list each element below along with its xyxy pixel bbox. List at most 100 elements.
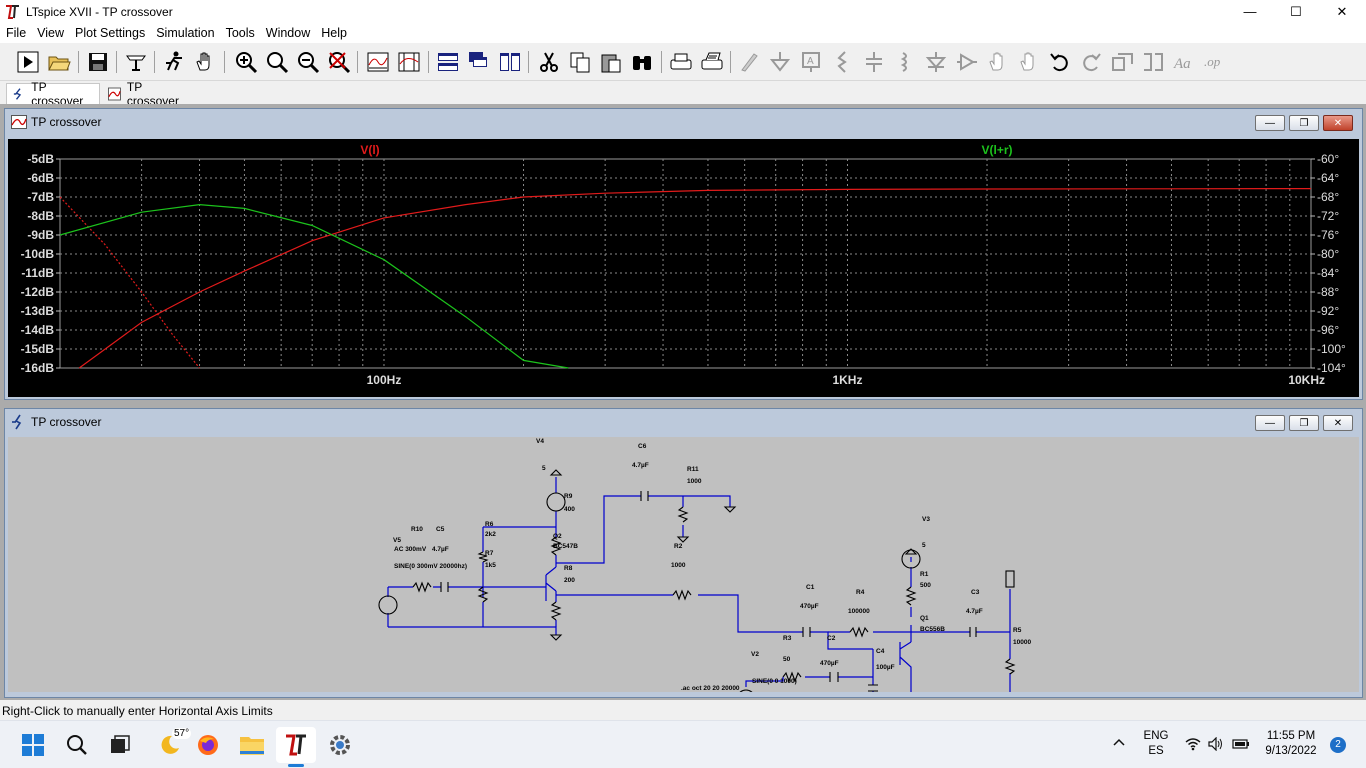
undo-icon[interactable] (1047, 49, 1073, 75)
schematic-label[interactable]: R8 (564, 565, 573, 572)
schematic-label[interactable]: V2 (751, 651, 759, 658)
zoom-fit-icon[interactable] (264, 49, 290, 75)
waveform-window[interactable]: TP crossover — ❐ ✕ -5dB-60°-6dB-64°-7dB-… (4, 108, 1363, 400)
schematic-label[interactable]: 1k5 (485, 562, 496, 569)
hand-pan-icon[interactable] (192, 49, 218, 75)
language-indicator[interactable]: ENG ES (1138, 730, 1174, 757)
move-icon[interactable] (985, 49, 1011, 75)
halt-icon[interactable] (161, 49, 187, 75)
schematic-minimize-button[interactable]: — (1255, 415, 1285, 431)
schematic-label[interactable]: C4 (876, 648, 885, 655)
schematic-label[interactable]: 470µF (800, 603, 819, 610)
task-view-button[interactable] (100, 727, 140, 763)
minimize-button[interactable]: — (1243, 4, 1257, 19)
print-icon[interactable] (668, 49, 694, 75)
schematic-label[interactable]: R3 (783, 635, 792, 642)
schematic-label[interactable]: R9 (564, 493, 573, 500)
tile-vertically-icon[interactable] (497, 49, 523, 75)
label-net-icon[interactable]: A (798, 49, 824, 75)
show-hidden-icons-button[interactable] (1112, 737, 1126, 750)
wifi-icon[interactable] (1185, 737, 1201, 754)
schematic-label[interactable]: 100000 (848, 608, 870, 615)
run-icon[interactable] (15, 49, 41, 75)
schematic-label[interactable]: C5 (436, 526, 445, 533)
schematic-label[interactable]: R7 (485, 550, 494, 557)
mirror-icon[interactable] (1140, 49, 1166, 75)
schematic-label[interactable]: R1 (920, 571, 929, 578)
copy-icon[interactable] (567, 49, 593, 75)
inductor-icon[interactable] (892, 49, 918, 75)
component-icon[interactable] (954, 49, 980, 75)
schematic-label[interactable]: 500 (920, 582, 931, 589)
save-icon[interactable] (85, 49, 111, 75)
ltspice-taskbar-button[interactable] (276, 727, 316, 767)
menu-file[interactable]: File (6, 26, 27, 40)
paste-icon[interactable] (598, 49, 624, 75)
schematic-label[interactable]: 1000 (671, 562, 686, 569)
search-button[interactable] (57, 727, 97, 763)
schematic-label[interactable]: AC 300mV (394, 546, 427, 553)
rotate-icon[interactable] (1109, 49, 1135, 75)
menu-plot-settings[interactable]: Plot Settings (75, 26, 146, 40)
start-button[interactable] (13, 727, 53, 763)
schematic-label[interactable]: 5 (922, 542, 926, 549)
schematic-label[interactable]: 400 (564, 506, 575, 513)
tile-horizontally-icon[interactable] (435, 49, 461, 75)
schematic-label[interactable]: SINE(0 300mV 20000hz) (394, 563, 467, 570)
schematic-label[interactable]: R11 (687, 466, 699, 473)
schematic-label[interactable]: 50 (783, 656, 791, 663)
schematic-label[interactable]: V5 (393, 537, 401, 544)
maximize-button[interactable]: ☐ (1290, 3, 1302, 19)
resistor-icon[interactable] (830, 49, 856, 75)
notification-badge[interactable]: 2 (1330, 737, 1346, 753)
waveform-restore-button[interactable]: ❐ (1289, 115, 1319, 131)
schematic-label[interactable]: 4.7µF (432, 546, 449, 553)
schematic-label[interactable]: 1000 (687, 478, 702, 485)
schematic-label[interactable]: C2 (827, 635, 836, 642)
schematic-label[interactable]: BC556B (920, 626, 945, 633)
schematic-label[interactable]: BC547B (553, 543, 578, 550)
schematic-label[interactable]: 2k2 (485, 531, 496, 538)
schematic-label[interactable]: R2 (674, 543, 683, 550)
autorange-icon[interactable] (365, 49, 391, 75)
file-explorer-button[interactable] (232, 727, 272, 763)
print-preview-icon[interactable] (699, 49, 725, 75)
text-icon[interactable]: Aa (1171, 49, 1197, 75)
tab-schematic[interactable]: TP crossover (6, 80, 100, 108)
schematic-label[interactable]: SINE(0 0 1000) (752, 678, 797, 685)
spice-directive-icon[interactable]: .op (1202, 49, 1228, 75)
menu-help[interactable]: Help (321, 26, 347, 40)
menu-view[interactable]: View (37, 26, 65, 40)
schematic-label[interactable]: 5 (542, 465, 546, 472)
cut-icon[interactable] (536, 49, 562, 75)
tab-waveform[interactable]: TP crossover (102, 80, 198, 108)
schematic-close-button[interactable]: ✕ (1323, 415, 1353, 431)
schematic-label[interactable]: C1 (806, 584, 815, 591)
diode-icon[interactable] (923, 49, 949, 75)
clock[interactable]: 11:55 PM 9/13/2022 (1258, 730, 1324, 757)
menu-simulation[interactable]: Simulation (156, 26, 215, 40)
schematic-label[interactable]: Q2 (553, 533, 562, 540)
schematic-label[interactable]: 4.7µF (632, 462, 649, 469)
capacitor-icon[interactable] (861, 49, 887, 75)
ground-icon[interactable] (767, 49, 793, 75)
schematic-restore-button[interactable]: ❐ (1289, 415, 1319, 431)
schematic-label[interactable]: R4 (856, 589, 865, 596)
draw-wire-icon[interactable] (737, 49, 763, 75)
volume-icon[interactable] (1208, 736, 1224, 754)
waveform-minimize-button[interactable]: — (1255, 115, 1285, 131)
schematic-label[interactable]: .ac oct 20 20 20000 (681, 685, 740, 692)
schematic-label[interactable]: V4 (536, 438, 544, 445)
redo-icon[interactable] (1078, 49, 1104, 75)
schematic-label[interactable]: 4.7µF (966, 608, 983, 615)
firefox-button[interactable] (188, 727, 228, 763)
drag-icon[interactable] (1016, 49, 1042, 75)
schematic-label[interactable]: R5 (1013, 627, 1022, 634)
schematic-label[interactable]: R6 (485, 521, 494, 528)
close-button[interactable]: ✕ (1336, 3, 1348, 19)
battery-icon[interactable] (1232, 737, 1250, 754)
schematic-label[interactable]: 200 (564, 577, 575, 584)
schematic-label[interactable]: 470µF (820, 660, 839, 667)
zoom-in-icon[interactable] (233, 49, 259, 75)
